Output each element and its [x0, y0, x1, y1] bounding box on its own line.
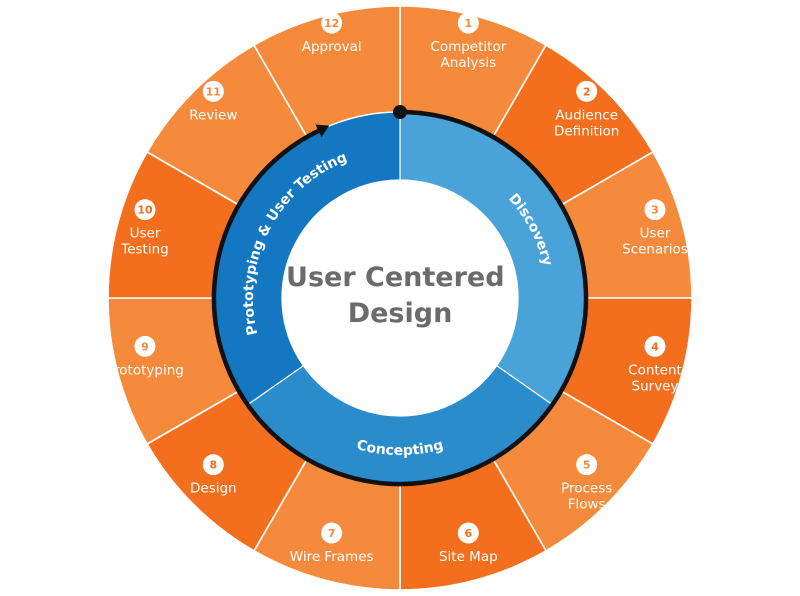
step-number-badge — [457, 12, 479, 34]
step-label-line: Design — [190, 481, 237, 497]
step-number: 1 — [465, 17, 473, 30]
phase-label: Concepting — [355, 437, 445, 459]
step-number-badge — [576, 454, 598, 476]
step-number-badge — [576, 80, 598, 102]
phase-label-text: Concepting — [355, 437, 445, 459]
step-number-badge — [644, 199, 666, 221]
step-label: Review — [189, 107, 237, 123]
center-title-line-2: Design — [348, 298, 453, 329]
center-title: User Centered Design — [286, 262, 514, 329]
center-title-line-1: User Centered — [286, 262, 505, 293]
step-number: 9 — [141, 340, 149, 353]
step-label-line: Survey — [632, 378, 679, 394]
step-number-badge — [321, 522, 343, 544]
step-number-badge — [134, 199, 156, 221]
step-label-line: Wire Frames — [290, 549, 374, 565]
cycle-arrowhead — [315, 124, 330, 138]
step-number-badge — [202, 80, 224, 102]
step-number: 7 — [328, 527, 336, 540]
step-number-badge — [321, 12, 343, 34]
step-number: 8 — [209, 459, 217, 472]
step-label-line: Approval — [302, 39, 362, 55]
step-label: Prototyping — [106, 362, 184, 378]
step-label-line: Scenarios — [622, 242, 688, 258]
step-label-line: User — [640, 226, 671, 242]
step-number: 4 — [651, 340, 659, 353]
step-number: 11 — [206, 85, 221, 98]
cycle-start-dot — [393, 105, 407, 119]
step-label-line: Audience — [555, 107, 618, 123]
step-label-line: Review — [189, 107, 237, 123]
cycle-arrow-line — [211, 109, 589, 487]
step-number-badge — [202, 454, 224, 476]
step-label-line: Definition — [554, 123, 619, 139]
cycle-arrow — [211, 105, 589, 487]
step-number: 6 — [465, 527, 473, 540]
center-circle — [282, 180, 518, 416]
step-number: 5 — [583, 459, 591, 472]
step-label-line: Prototyping — [106, 362, 184, 378]
step-number-badge — [134, 335, 156, 357]
step-label-line: Content — [628, 362, 682, 378]
step-number: 2 — [583, 85, 591, 98]
step-number: 12 — [324, 17, 339, 30]
step-label-line: Competitor — [430, 39, 506, 55]
step-number-badge — [644, 335, 666, 357]
step-number-badge — [457, 522, 479, 544]
step-number: 3 — [651, 204, 659, 217]
step-label: Wire Frames — [290, 549, 374, 565]
step-label: Design — [190, 481, 237, 497]
step-label-line: Analysis — [441, 55, 497, 71]
step-label-line: Site Map — [439, 549, 498, 565]
step-number: 10 — [137, 204, 153, 217]
step-label-line: Testing — [120, 242, 168, 258]
step-label-line: Process — [561, 481, 612, 497]
step-label: Site Map — [439, 549, 498, 565]
step-label-line: User — [130, 226, 161, 242]
step-label-line: Flows — [568, 497, 606, 513]
step-label: Approval — [302, 39, 362, 55]
